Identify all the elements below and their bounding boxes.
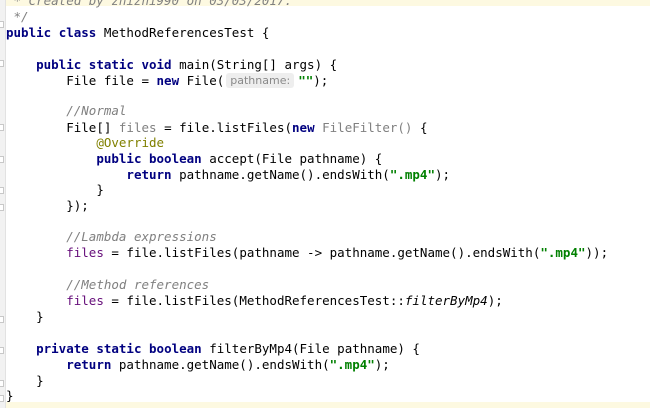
- indent: [6, 245, 66, 260]
- method-signature: accept(File pathname) {: [201, 151, 383, 166]
- method-signature: main(String[] args) {: [171, 57, 338, 72]
- code-line[interactable]: * Created by zhizhi990 on 03/03/2017.: [6, 0, 292, 11]
- fold-icon[interactable]: [0, 156, 4, 163]
- string-literal: ".mp4": [540, 245, 586, 260]
- indent: [6, 103, 66, 118]
- bottom-row-highlight: [0, 402, 650, 408]
- code-text: = file.listFiles(MethodReferencesTest::: [103, 293, 405, 308]
- code-text: pathname.getName().endsWith(: [111, 357, 330, 372]
- keyword: public: [36, 57, 82, 72]
- code-line[interactable]: }: [6, 370, 44, 391]
- keyword: class: [58, 25, 97, 40]
- code-text: );: [374, 357, 390, 372]
- keyword: return: [126, 167, 172, 182]
- keyword: static: [96, 341, 142, 356]
- caret-row-highlight: [0, 0, 650, 6]
- fold-icon[interactable]: [0, 204, 4, 211]
- fold-icon[interactable]: [0, 187, 4, 194]
- code-line[interactable]: private static boolean filterByMp4(File …: [6, 338, 420, 359]
- code-text: ));: [585, 245, 609, 260]
- brace: }: [6, 388, 14, 403]
- comment: * Created by zhizhi990 on 03/03/2017.: [6, 0, 292, 8]
- comment: //Method references: [66, 277, 210, 292]
- code-line[interactable]: public class MethodReferencesTest {: [6, 22, 269, 43]
- code-text: File(: [179, 73, 225, 88]
- keyword: new: [292, 120, 315, 135]
- keyword: private: [36, 341, 89, 356]
- code-text: );: [487, 293, 503, 308]
- code-text: File file =: [66, 73, 157, 88]
- keyword: static: [88, 57, 134, 72]
- code-line[interactable]: public boolean accept(File pathname) {: [6, 148, 382, 169]
- parameter-hint: pathname:: [226, 73, 295, 88]
- code-text: = file.listFiles(: [156, 120, 293, 135]
- code-line[interactable]: files = file.listFiles(pathname -> pathn…: [6, 242, 608, 263]
- class-declaration: MethodReferencesTest {: [96, 25, 270, 40]
- keyword: return: [66, 357, 112, 372]
- code-line[interactable]: }: [6, 385, 14, 406]
- comment: //Normal: [66, 103, 127, 118]
- variable: files: [66, 245, 104, 260]
- keyword: public: [6, 25, 52, 40]
- fold-icon[interactable]: [0, 395, 4, 402]
- code-line[interactable]: }: [6, 306, 44, 327]
- code-line[interactable]: return pathname.getName().endsWith(".mp4…: [6, 354, 390, 375]
- indent: [6, 309, 36, 324]
- code-line[interactable]: File[] files = file.listFiles(new FileFi…: [6, 117, 428, 138]
- code-text: );: [434, 167, 451, 182]
- keyword: void: [141, 57, 172, 72]
- annotation: @Override: [96, 135, 165, 150]
- fold-icon[interactable]: [0, 347, 4, 354]
- code-line[interactable]: files = file.listFiles(MethodReferencesT…: [6, 290, 503, 311]
- code-text: {: [412, 120, 428, 135]
- unused-variable: files: [118, 120, 157, 135]
- method-reference: filterByMp4: [404, 293, 488, 308]
- code-line[interactable]: @Override: [6, 132, 164, 153]
- code-line[interactable]: //Method references: [6, 274, 209, 295]
- indent: [6, 73, 66, 88]
- string-literal: "": [298, 73, 314, 88]
- code-line[interactable]: //Normal: [6, 100, 126, 121]
- fold-icon[interactable]: [0, 21, 4, 28]
- fold-icon[interactable]: [0, 60, 4, 67]
- indent: [6, 198, 66, 213]
- brace: }: [96, 182, 104, 197]
- code-line[interactable]: File file = new File(pathname:"");: [6, 70, 328, 91]
- string-literal: ".mp4": [389, 167, 435, 182]
- anonymous-class: FileFilter(): [314, 120, 413, 135]
- method-signature: filterByMp4(File pathname) {: [201, 341, 420, 356]
- variable: files: [66, 293, 104, 308]
- brace: });: [66, 198, 89, 213]
- code-text: );: [313, 73, 329, 88]
- fold-icon[interactable]: [0, 380, 4, 387]
- fold-icon[interactable]: [0, 124, 4, 131]
- code-line[interactable]: });: [6, 195, 89, 216]
- comment: //Lambda expressions: [66, 229, 217, 244]
- code-line[interactable]: }: [6, 179, 104, 200]
- code-line[interactable]: public static void main(String[] args) {: [6, 54, 337, 75]
- code-text: File[]: [66, 120, 119, 135]
- keyword: boolean: [149, 341, 202, 356]
- code-line[interactable]: */: [6, 6, 29, 27]
- keyword: public: [96, 151, 142, 166]
- comment: */: [6, 9, 29, 24]
- code-text: = file.listFiles(pathname -> pathname.ge…: [103, 245, 541, 260]
- brace: }: [36, 309, 44, 324]
- code-text: pathname.getName().endsWith(: [171, 167, 390, 182]
- string-literal: ".mp4": [329, 357, 375, 372]
- keyword: boolean: [149, 151, 202, 166]
- code-line[interactable]: //Lambda expressions: [6, 226, 217, 247]
- code-line[interactable]: return pathname.getName().endsWith(".mp4…: [6, 164, 450, 185]
- brace: }: [36, 373, 44, 388]
- fold-icon[interactable]: [0, 316, 4, 323]
- keyword: new: [156, 73, 180, 88]
